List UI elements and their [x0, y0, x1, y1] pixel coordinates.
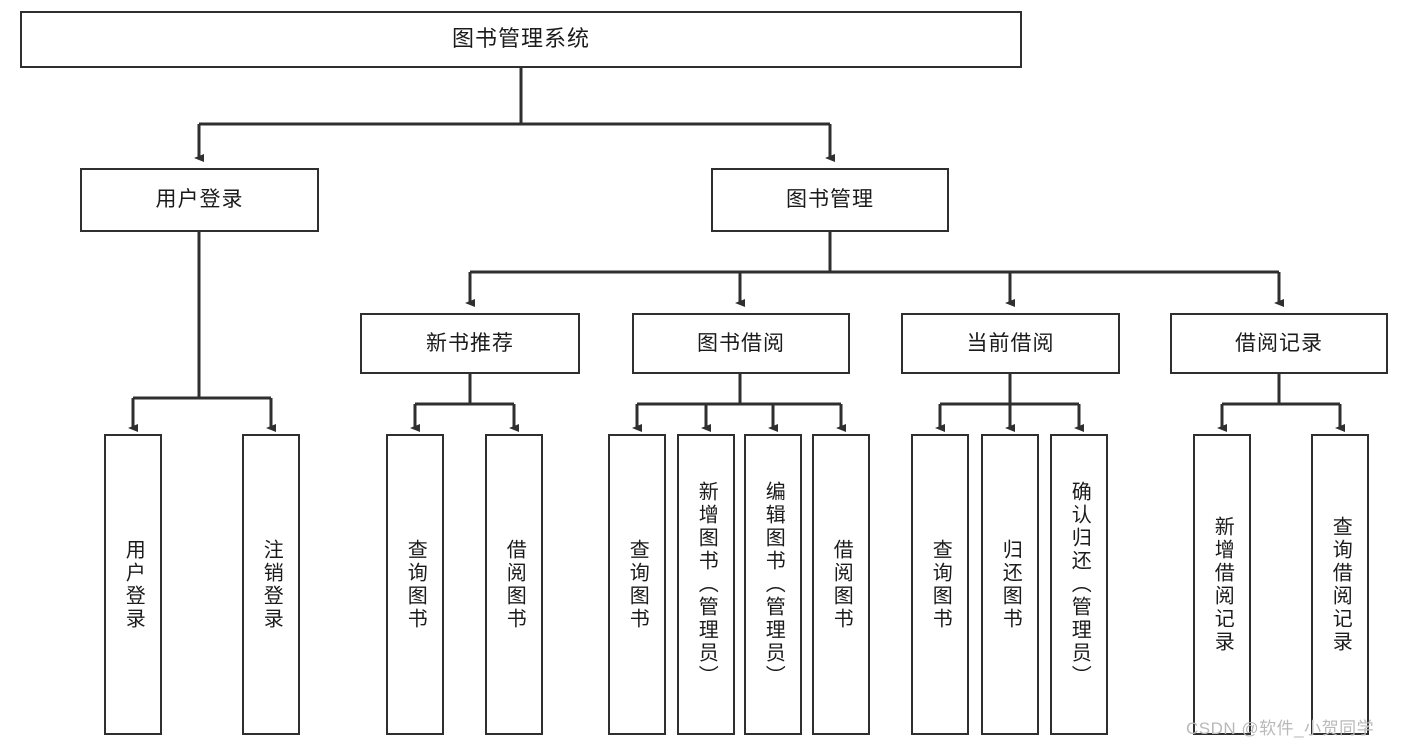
node-label: 当前借阅 [966, 331, 1055, 355]
node-leaf-edit-book-admin[interactable]: 编辑图书（管理员） [744, 434, 802, 735]
node-borrow-record[interactable]: 借阅记录 [1170, 313, 1388, 374]
node-label: 新书推荐 [426, 331, 514, 355]
node-leaf-borrow-book-recommend[interactable]: 借阅图书 [485, 434, 543, 735]
node-leaf-query-borrow-record[interactable]: 查询借阅记录 [1311, 434, 1369, 735]
node-label: 编辑图书（管理员） [762, 481, 785, 688]
node-label: 新增借阅记录 [1211, 515, 1234, 654]
node-leaf-query-book-recommend[interactable]: 查询图书 [386, 434, 444, 735]
node-label: 注销登录 [260, 538, 283, 631]
node-label: 用户登录 [155, 188, 244, 212]
node-root-system[interactable]: 图书管理系统 [20, 11, 1022, 68]
node-label: 查询图书 [404, 538, 427, 631]
node-label: 图书借阅 [697, 331, 785, 355]
node-new-book-recommend[interactable]: 新书推荐 [360, 313, 580, 374]
node-label: 图书管理 [786, 188, 874, 212]
node-current-borrow[interactable]: 当前借阅 [901, 313, 1120, 374]
node-leaf-query-book-current[interactable]: 查询图书 [911, 434, 969, 735]
node-label: 查询借阅记录 [1329, 515, 1352, 654]
node-leaf-query-book-borrow[interactable]: 查询图书 [608, 434, 666, 735]
node-leaf-borrow-book[interactable]: 借阅图书 [812, 434, 870, 735]
node-label: 新增图书（管理员） [695, 481, 718, 688]
node-label: 借阅图书 [503, 538, 526, 631]
node-book-borrow[interactable]: 图书借阅 [632, 313, 850, 374]
node-label: 借阅记录 [1235, 331, 1323, 355]
node-leaf-confirm-return-admin[interactable]: 确认归还（管理员） [1050, 434, 1108, 735]
watermark: CSDN @软件_小贺同学 [1186, 719, 1375, 738]
node-label: 借阅图书 [830, 538, 853, 631]
node-label: 图书管理系统 [451, 26, 590, 52]
node-leaf-return-book[interactable]: 归还图书 [981, 434, 1039, 735]
node-leaf-add-borrow-record[interactable]: 新增借阅记录 [1193, 434, 1251, 735]
node-label: 用户登录 [122, 538, 145, 631]
node-leaf-logout[interactable]: 注销登录 [242, 434, 300, 735]
node-label: 查询图书 [929, 538, 952, 631]
node-label: 归还图书 [999, 538, 1022, 631]
node-leaf-user-login[interactable]: 用户登录 [104, 434, 162, 735]
node-book-management[interactable]: 图书管理 [711, 168, 949, 232]
node-label: 确认归还（管理员） [1068, 481, 1091, 688]
node-user-login[interactable]: 用户登录 [80, 168, 319, 232]
node-label: 查询图书 [626, 538, 649, 631]
node-leaf-add-book-admin[interactable]: 新增图书（管理员） [677, 434, 735, 735]
